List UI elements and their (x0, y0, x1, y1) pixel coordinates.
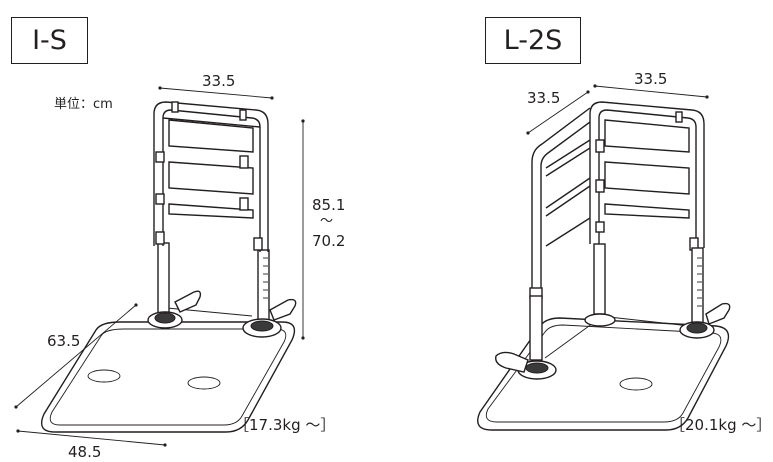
is-weight: ［17.3kg 〜］ (234, 416, 336, 434)
is-rail-illustration (40, 101, 297, 433)
model-label-l2s: L-2S (485, 17, 581, 64)
is-base-width: 48.5 (68, 443, 102, 461)
l2s-weight: ［20.1kg 〜］ (670, 416, 772, 434)
l2s-dimension-lines (526, 84, 709, 135)
is-base-depth: 63.5 (47, 332, 81, 350)
l2s-side-depth: 33.5 (527, 89, 561, 107)
model-label-is: I-S (11, 17, 88, 64)
l2s-rail-illustration (477, 101, 731, 431)
is-height-min: 70.2 (312, 232, 346, 250)
is-height-max: 85.1 (312, 196, 346, 214)
unit-label: 単位：cm (54, 97, 113, 112)
l2s-width-top: 33.5 (634, 70, 668, 88)
is-height-range-mark: 〜 (320, 214, 334, 229)
is-dimension-lines (14, 86, 305, 447)
is-width-top: 33.5 (202, 72, 236, 90)
